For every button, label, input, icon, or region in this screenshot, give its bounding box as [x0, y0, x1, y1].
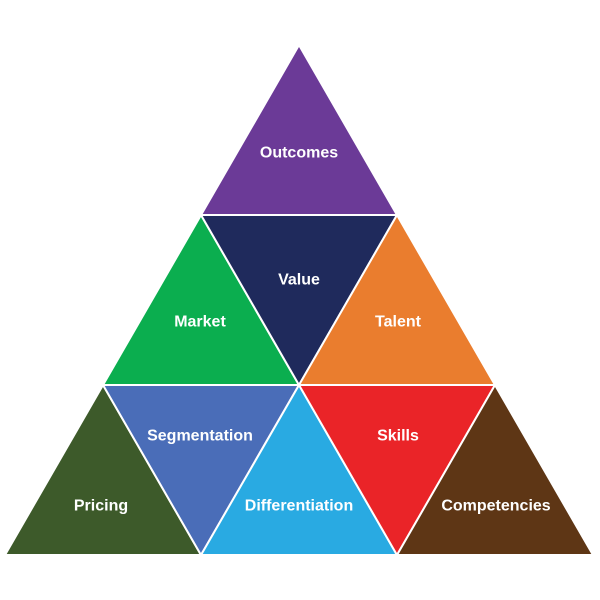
- value-label: Value: [278, 272, 320, 289]
- competencies-label: Competencies: [441, 498, 550, 515]
- outcomes-label: Outcomes: [260, 145, 338, 162]
- outcomes-triangle: [199, 42, 399, 216]
- market-label: Market: [174, 314, 226, 331]
- differentiation-label: Differentiation: [245, 498, 353, 515]
- segmentation-label: Segmentation: [147, 428, 253, 445]
- talent-label: Talent: [375, 314, 422, 331]
- competencies-triangle: [395, 382, 595, 556]
- segment-competencies: Competencies: [395, 382, 595, 556]
- pricing-label: Pricing: [74, 498, 128, 515]
- segment-outcomes: Outcomes: [199, 42, 399, 216]
- skills-label: Skills: [377, 428, 419, 445]
